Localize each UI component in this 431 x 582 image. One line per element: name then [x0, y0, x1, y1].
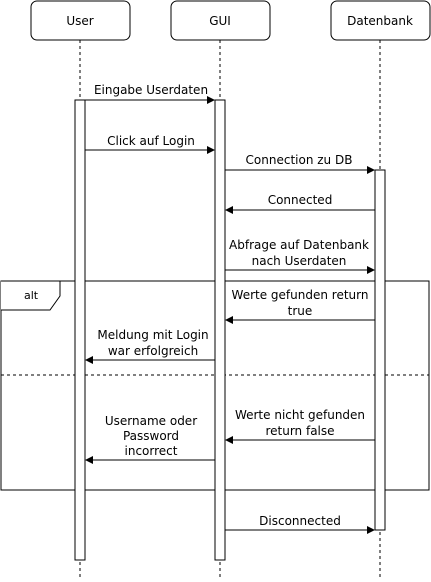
- message-abfrage-auf-datenbank: Abfrage auf Datenbank nach Userdaten: [225, 238, 375, 274]
- message-label: true: [288, 304, 313, 318]
- message-connected: Connected: [225, 193, 375, 214]
- message-disconnected: Disconnected: [225, 514, 375, 534]
- message-label: return false: [265, 424, 334, 438]
- message-label: Werte gefunden return: [232, 288, 369, 302]
- activation-user: [74, 99, 86, 561]
- message-label: Eingabe Userdaten: [94, 83, 208, 97]
- message-label: Username oder: [105, 414, 197, 428]
- message-label: Password: [123, 429, 179, 443]
- message-login-erfolgreich: Meldung mit Login war erfolgreich: [85, 328, 215, 364]
- participant-gui-label: GUI: [209, 14, 231, 28]
- alt-operator-label: alt: [24, 289, 39, 302]
- activation-datenbank: [374, 169, 386, 531]
- message-label: war erfolgreich: [108, 344, 198, 358]
- participant-user: User: [30, 0, 131, 41]
- message-label: Click auf Login: [107, 134, 195, 148]
- message-werte-gefunden: Werte gefunden return true: [225, 288, 375, 324]
- message-label: Connection zu DB: [246, 153, 353, 167]
- participant-datenbank: Datenbank: [330, 0, 431, 41]
- message-label: Connected: [268, 193, 333, 207]
- message-connection-zu-db: Connection zu DB: [225, 153, 375, 174]
- message-eingabe-userdaten: Eingabe Userdaten: [85, 83, 215, 104]
- participant-gui: GUI: [170, 0, 271, 41]
- participant-datenbank-label: Datenbank: [347, 14, 413, 28]
- message-username-password-incorrect: Username oder Password incorrect: [85, 414, 215, 464]
- message-label: nach Userdaten: [252, 254, 347, 268]
- participant-user-label: User: [66, 14, 93, 28]
- message-label: Werte nicht gefunden: [235, 408, 365, 422]
- message-werte-nicht-gefunden: Werte nicht gefunden return false: [225, 408, 375, 444]
- message-label: Disconnected: [259, 514, 341, 528]
- message-label: Meldung mit Login: [97, 328, 208, 342]
- message-label: Abfrage auf Datenbank: [229, 238, 369, 252]
- message-label: incorrect: [125, 444, 178, 458]
- activation-gui: [214, 99, 226, 561]
- message-click-auf-login: Click auf Login: [85, 134, 215, 154]
